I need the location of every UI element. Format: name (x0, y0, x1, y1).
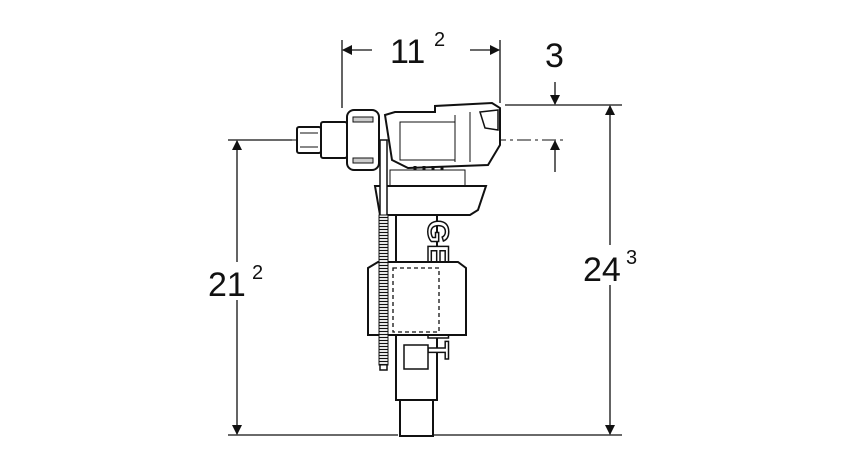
float-hidden-edge (392, 267, 440, 333)
dim-total-height-value: 24 (583, 251, 621, 289)
valve-head (296, 101, 501, 187)
outlet-pipe (399, 399, 434, 437)
dim-inlet-height-sup: 2 (252, 262, 263, 284)
rod-thread (378, 214, 389, 366)
dim-width-value: 11 (390, 33, 425, 71)
dimension-lines (232, 45, 615, 435)
float-cup (373, 185, 488, 216)
logo-square (403, 344, 429, 370)
dim-offset-value: 3 (545, 37, 564, 75)
dim-total-height-sup: 3 (626, 247, 637, 269)
dim-width-sup: 2 (434, 29, 445, 51)
dim-inlet-height-value: 21 (208, 266, 246, 304)
